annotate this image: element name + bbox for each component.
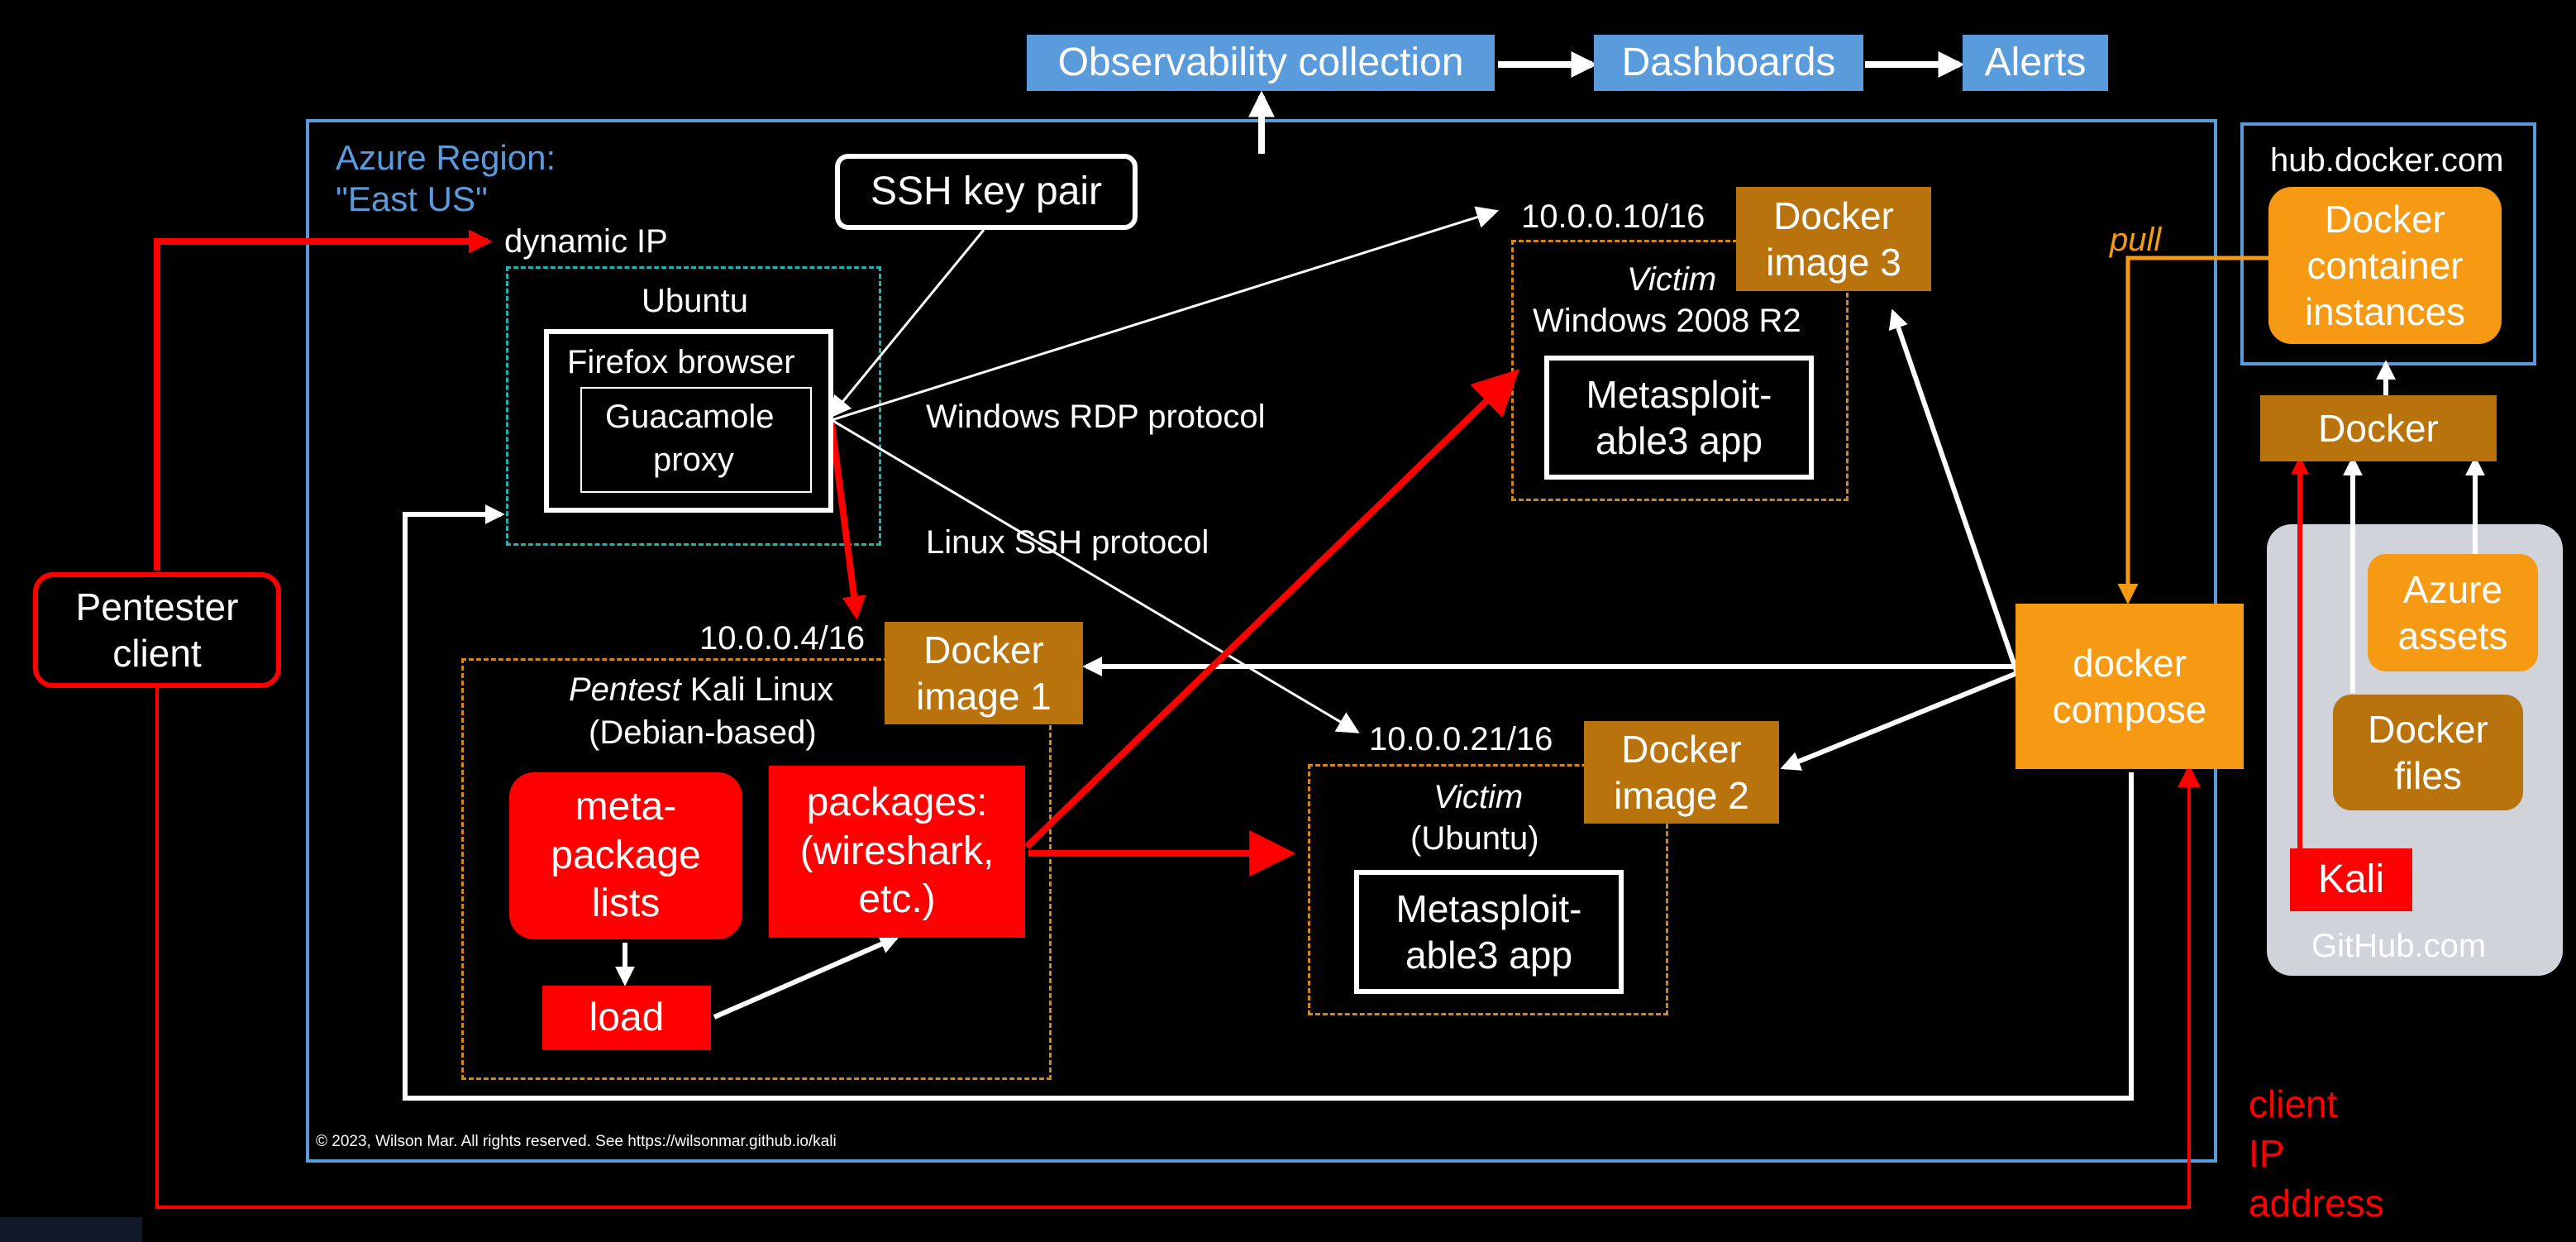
windows-metasploitable-box: Metasploit- able3 app	[1544, 356, 1814, 480]
docker-image-2-line1: Docker	[1621, 727, 1742, 771]
meta-line2: package	[551, 833, 701, 877]
loop-compose-ubuntu	[403, 504, 2134, 1101]
kali-boundary	[461, 658, 1052, 1080]
ubuntu-metasploitable-box: Metasploit- able3 app	[1354, 870, 1624, 994]
hub-line2: container	[2306, 243, 2464, 287]
docker-container-instances-box: Docker container instances	[2268, 187, 2502, 344]
arrow-compose-image3	[1888, 308, 2020, 674]
windows-victim-role: Victim	[1627, 261, 1717, 298]
kali-ip: 10.0.0.4/16	[699, 620, 866, 657]
load-box: load	[542, 986, 711, 1050]
kali-os-label: Pentest Kali Linux	[569, 671, 834, 708]
ubuntu-victim-boundary	[1308, 764, 1668, 1015]
dashboards-box: Dashboards	[1594, 35, 1863, 91]
ubuntu-victim-ip: 10.0.0.21/16	[1369, 721, 1553, 757]
client-ip-line1: client	[2249, 1082, 2338, 1125]
ssh-key-pair-box: SSH key pair	[835, 154, 1138, 230]
ubuntu-app-line1: Metasploit-	[1395, 886, 1582, 930]
hub-line3: instances	[2304, 290, 2466, 334]
firefox-browser-label: Firefox browser	[567, 344, 795, 380]
region-label-line2: "East US"	[336, 179, 488, 218]
packages-box: packages: (wireshark, etc.)	[769, 766, 1025, 938]
windows-victim-ip: 10.0.0.10/16	[1521, 198, 1705, 235]
guacamole-proxy-line2: proxy	[653, 442, 734, 478]
ubuntu-victim-os: (Ubuntu)	[1410, 820, 1539, 857]
docker-image-2-line2: image 2	[1614, 774, 1749, 817]
alerts-box: Alerts	[1963, 35, 2108, 91]
kali-source-box: Kali	[2290, 848, 2412, 911]
docker-image-3-box: Docker image 3	[1736, 187, 1931, 291]
docker-hub-title: hub.docker.com	[2270, 142, 2504, 179]
windows-victim-os: Windows 2008 R2	[1533, 303, 1801, 339]
firefox-browser-box	[544, 329, 833, 513]
docker-image-1-line1: Docker	[923, 628, 1044, 671]
arrow-packages-windows	[1024, 369, 1520, 849]
windows-app-line2: able3 app	[1595, 419, 1763, 462]
files-line1: Docker	[2368, 707, 2488, 751]
observability-collection-box: Observability collection	[1027, 35, 1495, 91]
arrow-pentester-dynamic-ip	[154, 229, 493, 571]
docker-box: Docker	[2260, 395, 2497, 461]
arrow-proxy-kali	[828, 423, 866, 620]
corner-block	[0, 1217, 142, 1242]
client-ip-line3: address	[2249, 1182, 2384, 1225]
arrow-load-packages	[713, 934, 900, 1020]
ubuntu-app-line2: able3 app	[1405, 934, 1573, 977]
arrow-compose-image2	[1780, 671, 2019, 771]
arrow-linux-ssh	[831, 418, 1360, 733]
meta-line3: lists	[591, 881, 661, 926]
meta-package-lists-box: meta- package lists	[509, 772, 742, 939]
assets-line1: Azure	[2402, 567, 2503, 611]
docker-files-box: Docker files	[2333, 695, 2523, 810]
docker-image-3-line1: Docker	[1773, 193, 1894, 237]
docker-image-1-box: Docker image 1	[885, 622, 1083, 724]
pentester-client-box: Pentester client	[33, 572, 281, 688]
arrow-rdp	[831, 206, 1500, 422]
guacamole-proxy-line1: Guacamole	[605, 399, 775, 435]
dynamic-ip-label: dynamic IP	[504, 223, 668, 260]
copyright-notice: © 2023, Wilson Mar. All rights reserved.…	[316, 1133, 837, 1150]
azure-assets-box: Azure assets	[2368, 554, 2538, 671]
assets-line2: assets	[2397, 614, 2508, 657]
packages-line1: packages:	[806, 781, 988, 825]
docker-image-1-line2: image 1	[916, 675, 1052, 718]
rdp-protocol-label: Windows RDP protocol	[926, 399, 1266, 435]
arrow-ssh-key	[828, 229, 985, 419]
github-title: GitHub.com	[2311, 928, 2487, 964]
docker-compose-box: docker compose	[2015, 604, 2244, 769]
compose-line2: compose	[2052, 688, 2207, 731]
meta-line1: meta-	[575, 785, 677, 829]
arrow-pull	[2117, 256, 2278, 604]
arrow-client-ip-compose	[155, 686, 2201, 1209]
docker-image-2-box: Docker image 2	[1584, 721, 1779, 824]
windows-app-line1: Metasploit-	[1586, 372, 1772, 416]
ubuntu-host-title: Ubuntu	[642, 283, 748, 319]
pull-label: pull	[2110, 222, 2162, 258]
ubuntu-victim-role: Victim	[1433, 779, 1524, 815]
files-line2: files	[2394, 754, 2462, 797]
pentester-line2: client	[112, 632, 202, 675]
packages-line2: (wireshark,	[799, 829, 995, 873]
pentester-line1: Pentester	[75, 585, 239, 628]
region-label-line1: Azure Region:	[336, 138, 556, 177]
guacamole-proxy-box	[580, 387, 812, 493]
hub-line1: Docker	[2325, 197, 2445, 241]
client-ip-line2: IP	[2249, 1132, 2285, 1175]
kali-os-base: (Debian-based)	[589, 714, 817, 751]
ssh-protocol-label: Linux SSH protocol	[926, 524, 1209, 561]
packages-line3: etc.)	[858, 877, 936, 922]
docker-image-3-line2: image 3	[1766, 241, 1901, 284]
compose-line1: docker	[2072, 641, 2187, 685]
